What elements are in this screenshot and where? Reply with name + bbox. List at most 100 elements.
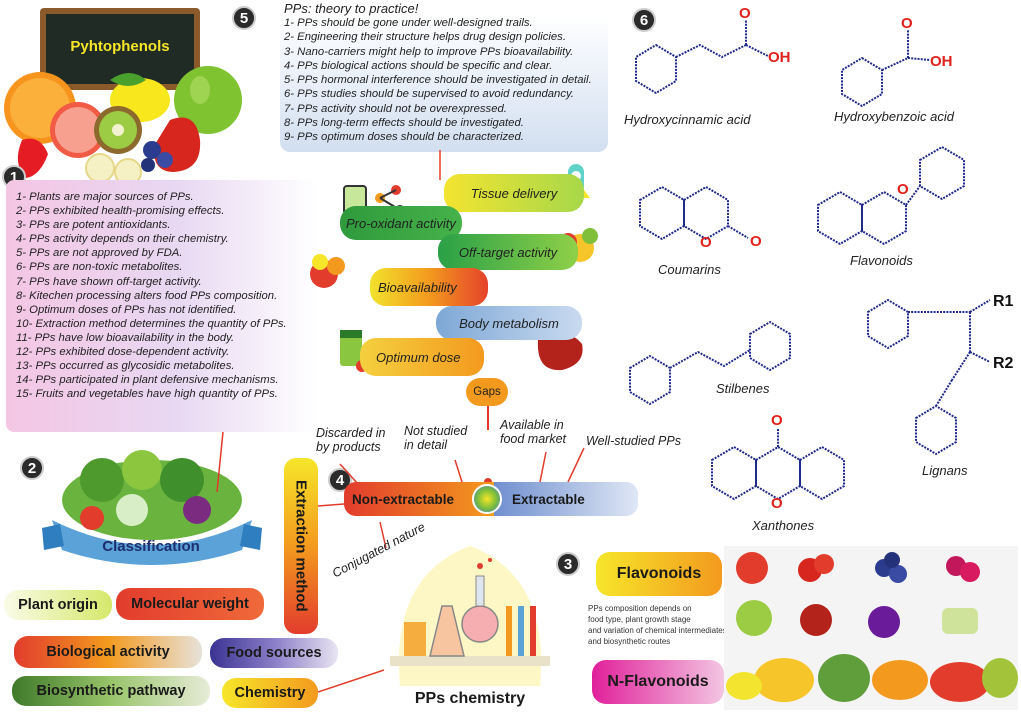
tag-chemistry: Chemistry — [222, 678, 318, 708]
atom-o: O — [897, 181, 909, 198]
tag-food-sources-label: Food sources — [226, 645, 322, 661]
list-item: 6- PPs studies should be supervised to a… — [284, 88, 574, 101]
tag-food-sources: Food sources — [210, 638, 338, 668]
n-flavonoids-tag-label: N-Flavonoids — [607, 673, 709, 690]
note-line-3: and variation of chemical intermediates — [588, 626, 727, 635]
not-studied-line-1: Not studied — [404, 424, 468, 438]
list-item: 13- PPs occurred as glycosidic metabolit… — [16, 360, 235, 373]
lab-illustration — [380, 536, 560, 696]
atom-r1: R1 — [993, 293, 1014, 310]
gap-body-metabolism-label: Body metabolism — [459, 315, 559, 331]
available-line-1: Available in — [500, 418, 564, 432]
extraction-method-label: Extraction method — [292, 480, 310, 612]
flavonoids-tag: Flavonoids — [596, 552, 722, 596]
available-label: Available in food market — [500, 418, 566, 446]
list-item: 10- Extraction method determines the qua… — [16, 317, 287, 330]
list-item: 1- PPs should be gone under well-designe… — [284, 17, 533, 29]
gap-off-target: Off-target activity — [438, 234, 578, 270]
list-item: 1- Plants are major sources of PPs. — [16, 191, 194, 203]
food-photos — [724, 546, 1018, 710]
list-item: 12- PPs exhibited dose-dependent activit… — [16, 346, 230, 359]
section-1-panel — [6, 180, 318, 432]
discarded-line-1: Discarded in — [316, 426, 386, 440]
gap-tissue-delivery: Tissue delivery — [444, 174, 584, 212]
section-6-badge: 6 — [632, 8, 656, 32]
atom-o: O — [771, 412, 783, 429]
section-5-panel — [280, 14, 608, 152]
label-lignans: Lignans — [922, 463, 968, 478]
label-stilbenes: Stilbenes — [716, 381, 770, 396]
gaps-node-label: Gaps — [473, 386, 501, 398]
atom-o: O — [700, 234, 712, 251]
atom-o: O — [739, 5, 751, 22]
list-item: 11- PPs have low bioavailability in the … — [16, 331, 235, 344]
section-3-note: PPs composition depends on food type, pl… — [588, 603, 727, 647]
available-line-2: food market — [500, 432, 567, 446]
list-item: 8- Kitechen processing alters food PPs c… — [16, 289, 278, 302]
fruit-illustration — [0, 0, 250, 200]
tag-biological-activity: Biological activity — [14, 636, 202, 668]
chemical-structures: O OH O OH O O O O O R1 R2 — [629, 5, 1014, 512]
atom-o: O — [750, 233, 762, 250]
tag-chemistry-label: Chemistry — [234, 685, 306, 701]
atom-oh: OH — [768, 49, 791, 66]
non-extractable-bar: Non-extractable — [344, 482, 494, 516]
not-studied-label: Not studied in detail — [404, 424, 467, 452]
vegetable-basket — [32, 440, 272, 570]
label-flavonoids: Flavonoids — [850, 253, 913, 268]
label-coumarins: Coumarins — [658, 262, 721, 277]
gap-optimum-dose-label: Optimum dose — [376, 349, 461, 365]
note-line-4: and biosynthetic routes — [588, 637, 671, 646]
gaps-node: Gaps — [466, 378, 508, 406]
tag-molecular-weight: Molecular weight — [116, 588, 264, 620]
section-5-heading: PPs: theory to practice! — [284, 1, 419, 16]
section-2-badge: 2 — [20, 456, 44, 480]
non-extractable-label: Non-extractable — [352, 491, 455, 507]
n-flavonoids-tag: N-Flavonoids — [592, 660, 724, 704]
label-hydroxybenzoic: Hydroxybenzoic acid — [834, 109, 954, 124]
not-studied-line-2: in detail — [404, 438, 448, 452]
atom-oh: OH — [930, 53, 953, 70]
list-item: 2- Engineering their structure helps dru… — [284, 31, 566, 44]
extractable-bar: Extractable — [494, 482, 638, 516]
gap-bioavailability-label: Bioavailability — [378, 279, 457, 295]
list-item: 7- PPs activity should not be overexpres… — [284, 102, 507, 115]
gap-pro-oxidant-label: Pro-oxidant activity — [346, 215, 456, 231]
tag-biosynthetic-pathway: Biosynthetic pathway — [12, 676, 210, 706]
list-item: 5- PPs hormonal interference should be i… — [284, 74, 592, 87]
list-item: 4- PPs activity depends on their chemist… — [16, 233, 229, 246]
note-line-2: food type, plant growth stage — [588, 615, 691, 624]
flavonoids-tag-label: Flavonoids — [616, 565, 702, 582]
label-xanthones: Xanthones — [752, 518, 815, 533]
gap-bioavailability: Bioavailability — [370, 268, 488, 306]
tag-biosynthetic-pathway-label: Biosynthetic pathway — [36, 683, 186, 699]
extractable-label: Extractable — [512, 491, 585, 507]
tag-molecular-weight-label: Molecular weight — [131, 596, 249, 612]
extraction-method-bar: Extraction method — [284, 458, 318, 634]
list-item: 3- PPs are potent antioxidants. — [16, 219, 171, 232]
list-item: 6- PPs are non-toxic metabolites. — [16, 261, 183, 274]
pps-chemistry-label: PPs chemistry — [414, 690, 526, 707]
list-item: 4- PPs biological actions should be spec… — [284, 59, 553, 72]
list-item: 8- PPs long-term effects should be inves… — [284, 117, 524, 130]
section-3-badge: 3 — [556, 552, 580, 576]
list-item: 9- Optimum doses of PPs has not identifi… — [16, 303, 237, 316]
discarded-line-2: by products — [316, 440, 381, 454]
gap-body-metabolism: Body metabolism — [436, 306, 582, 340]
note-line-1: PPs composition depends on — [588, 604, 692, 613]
list-item: 9- PPs optimum doses should be character… — [284, 131, 524, 144]
title: Pyhtophenols — [70, 38, 170, 55]
classification-connector — [215, 431, 225, 493]
well-studied-label: Well-studied PPs — [586, 434, 681, 448]
classification-label: Classification — [102, 538, 200, 555]
atom-o: O — [771, 495, 783, 512]
list-item: 7- PPs have shown off-target activity. — [16, 275, 202, 288]
list-item: 14- PPs participated in plant defensive … — [16, 374, 279, 387]
atom-r2: R2 — [993, 355, 1014, 372]
list-item: 5- PPs are not approved by FDA. — [16, 247, 183, 260]
section-1-list: 1- Plants are major sources of PPs. 2- P… — [16, 190, 326, 401]
section-5-list: 1- PPs should be gone under well-designe… — [284, 16, 614, 145]
label-hydroxycinnamic: Hydroxycinnamic acid — [624, 112, 751, 127]
discarded-label: Discarded in by products — [316, 426, 385, 454]
tag-biological-activity-label: Biological activity — [46, 644, 170, 660]
